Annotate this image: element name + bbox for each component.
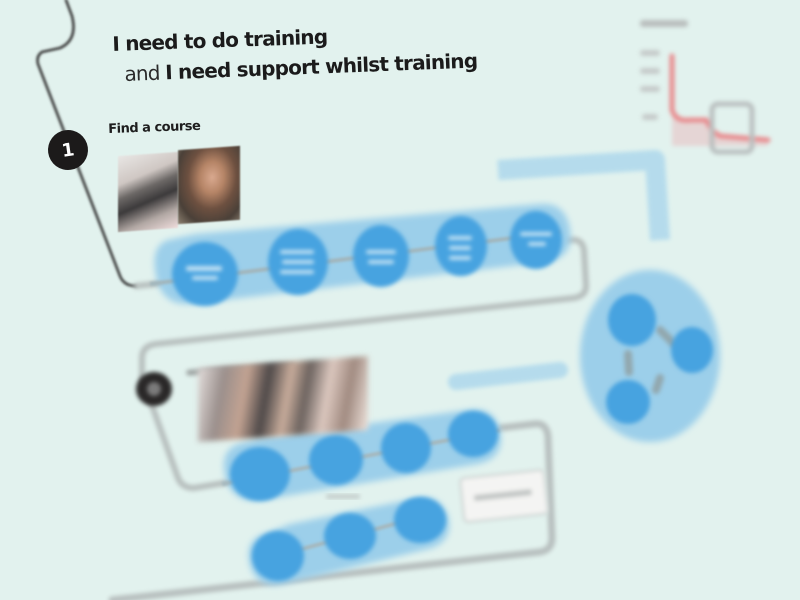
callout-box [459, 469, 549, 523]
cluster-links [624, 326, 678, 394]
mini-chart-title [640, 20, 688, 27]
cluster-node-2 [671, 327, 713, 373]
step-2-node-7 [394, 497, 446, 543]
person-photo-1 [118, 151, 178, 233]
cluster-node-1 [608, 294, 656, 346]
step-2-node-3 [381, 423, 431, 473]
group-photo [198, 356, 368, 442]
cluster-nodes[interactable] [606, 294, 713, 424]
step-1-label: Find a course [108, 118, 201, 137]
subtitle-prefix: and [124, 60, 166, 86]
step-2-node-5 [252, 531, 304, 581]
step-2-node-1 [230, 447, 290, 501]
step-1-node-text-lines [186, 232, 552, 280]
step-1-node-5 [510, 211, 562, 269]
connector-bands [448, 150, 670, 390]
mini-chart-y-tick [640, 50, 660, 56]
step-1-node-1 [172, 242, 238, 306]
mini-chart-y-tick [642, 114, 658, 120]
step-2-nodes-row-2[interactable] [252, 497, 446, 581]
step-1-node-3 [353, 225, 409, 287]
cluster-node-3 [606, 380, 650, 424]
step-2-badge [136, 372, 172, 406]
journey-path-grey [108, 236, 589, 600]
journey-path-dark [36, 0, 138, 288]
step-2-node-4 [448, 411, 498, 457]
step-2-node-6 [324, 513, 376, 559]
person-photo-2 [178, 145, 240, 225]
mini-chart [669, 53, 771, 155]
step-2-node-2 [309, 435, 363, 485]
step-2-nodes-row-1[interactable] [230, 411, 498, 501]
step-2-sublabel [326, 494, 360, 499]
mini-chart-y-tick [640, 86, 660, 92]
mini-chart-y-tick [640, 68, 660, 74]
